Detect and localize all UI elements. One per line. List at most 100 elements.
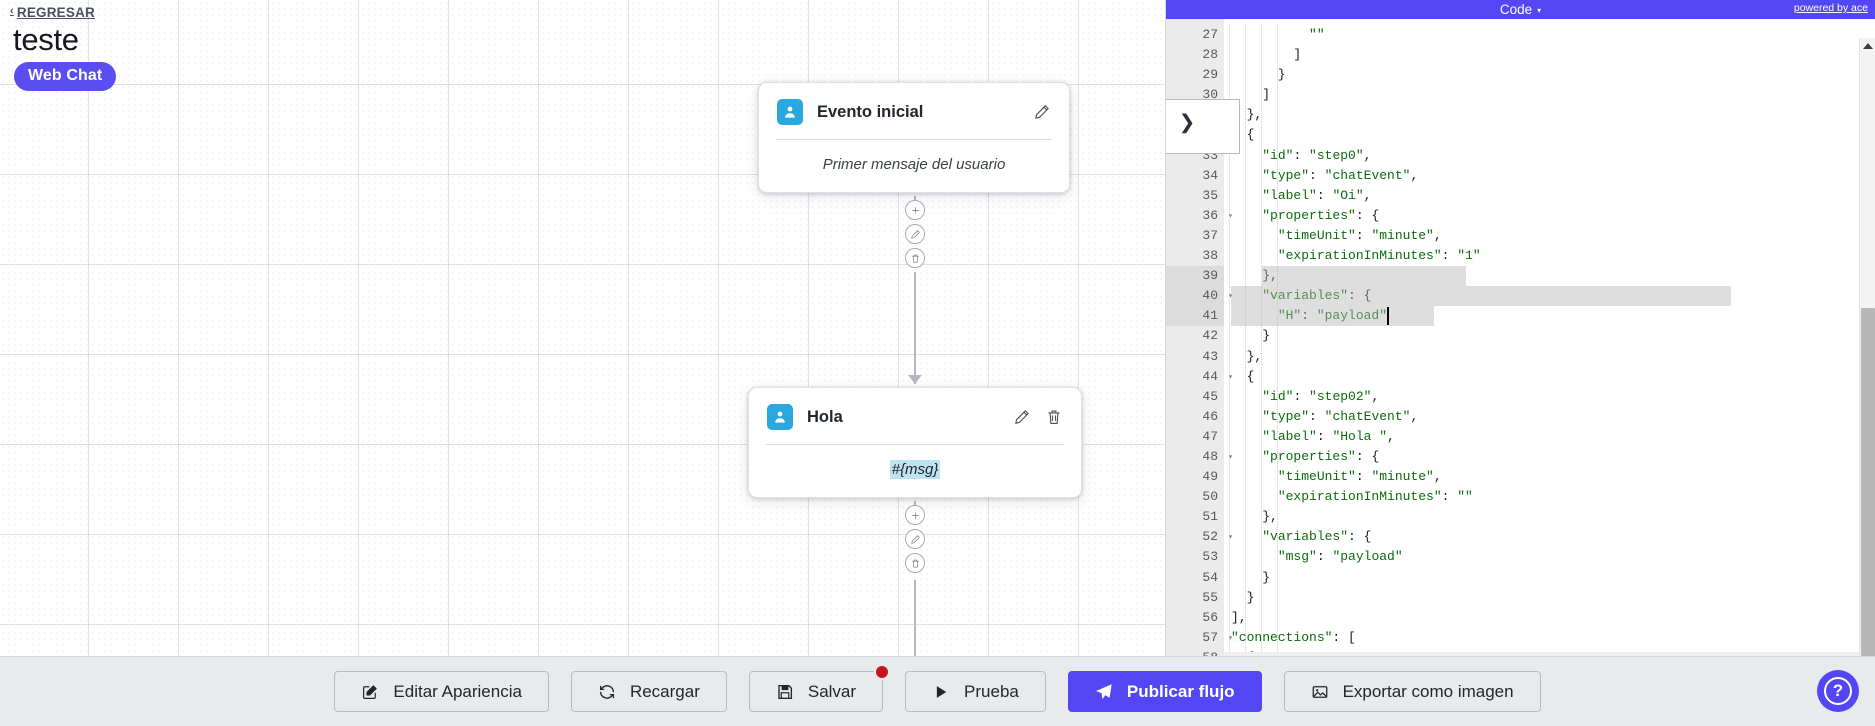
code-line[interactable]: }, — [1231, 107, 1263, 123]
code-area[interactable]: 272829303132▾33343536▾37383940▾41424344▾… — [1166, 19, 1875, 656]
powered-by-ace-link[interactable]: powered by ace — [1793, 2, 1868, 14]
code-line[interactable]: "properties": { — [1262, 448, 1380, 464]
code-line[interactable]: }, — [1231, 268, 1278, 284]
gutter-line-number[interactable]: 58▾ — [1166, 648, 1233, 656]
gutter-line-number[interactable]: 43 — [1202, 348, 1218, 364]
fold-toggle-icon[interactable]: ▾ — [1228, 533, 1233, 543]
gutter-line-number[interactable]: 38 — [1202, 248, 1218, 264]
gutter-line-number[interactable]: 40▾ — [1166, 286, 1233, 307]
gutter-line-number[interactable]: 55 — [1202, 589, 1218, 605]
code-line[interactable]: }, — [1231, 348, 1263, 364]
gutter-line-number[interactable]: 56 — [1202, 609, 1218, 625]
gutter-line-number[interactable]: 45 — [1202, 388, 1218, 404]
code-line[interactable]: "properties": { — [1262, 207, 1380, 223]
flow-node-evento-inicial[interactable]: Evento inicial Primer mensaje del usuari… — [758, 82, 1070, 193]
edit-icon[interactable] — [1013, 408, 1031, 426]
gutter-line-number[interactable]: 51 — [1202, 509, 1218, 525]
code-editor-scrollbar[interactable] — [1859, 38, 1875, 656]
edit-icon[interactable] — [905, 529, 925, 549]
code-line[interactable]: "expirationInMinutes": "" — [1277, 489, 1473, 505]
code-line[interactable]: "connections": [ — [1231, 629, 1356, 645]
gutter-line-number[interactable]: 30 — [1202, 87, 1218, 103]
gutter-line-number[interactable]: 35 — [1202, 187, 1218, 203]
gutter-line-number[interactable]: 52▾ — [1166, 527, 1233, 547]
code-line[interactable]: } — [1231, 328, 1271, 344]
add-icon[interactable] — [905, 505, 925, 525]
gutter-line-number[interactable]: 34 — [1202, 167, 1218, 183]
help-button[interactable]: ? — [1817, 670, 1859, 712]
code-line[interactable]: "label": "Oi", — [1262, 187, 1372, 203]
add-icon[interactable] — [905, 200, 925, 220]
code-editor-title[interactable]: Code ▾ — [1500, 2, 1541, 17]
flow-canvas[interactable]: ‹ REGRESAR teste Web Chat Evento inicial — [0, 0, 1165, 656]
gutter-line-number[interactable]: 49 — [1202, 469, 1218, 485]
code-editor-panel[interactable]: Code ▾ powered by ace 272829303132▾33343… — [1165, 0, 1875, 656]
code-line[interactable]: } — [1231, 67, 1286, 83]
code-line[interactable]: ], — [1231, 609, 1247, 625]
toolbar-button-label: Editar Apariencia — [393, 681, 522, 701]
fold-toggle-icon[interactable]: ▾ — [1228, 372, 1233, 382]
code-editor-hscrollbar[interactable] — [1224, 652, 1859, 656]
gutter-line-number[interactable]: 27 — [1202, 27, 1218, 42]
code-line[interactable]: "timeUnit": "minute", — [1277, 227, 1442, 243]
toolbar-button-publicar-flujo[interactable]: Publicar flujo — [1067, 671, 1262, 712]
gutter-line-number[interactable]: 36▾ — [1166, 206, 1233, 226]
code-line[interactable]: "expirationInMinutes": "1" — [1277, 248, 1481, 264]
code-content[interactable]: "" ] } ] }, { "id": "step0", "type": "ch… — [1224, 19, 1875, 656]
code-line[interactable]: "label": "Hola ", — [1262, 428, 1395, 444]
gutter-line-number[interactable]: 41 — [1166, 306, 1224, 327]
code-fold-popup[interactable]: ❯ — [1166, 99, 1240, 154]
scrollbar-thumb[interactable] — [1861, 308, 1875, 656]
fold-toggle-icon[interactable]: ▾ — [1228, 633, 1233, 643]
code-line[interactable]: "" — [1309, 27, 1325, 42]
flow-node-hola[interactable]: Hola #{msg} — [748, 387, 1082, 498]
code-line[interactable]: "H": "payload" — [1277, 308, 1388, 324]
gutter-line-number[interactable]: 47 — [1202, 428, 1218, 444]
code-line[interactable]: "msg": "payload" — [1277, 549, 1403, 565]
scroll-up-arrow-icon[interactable] — [1863, 43, 1873, 49]
code-line[interactable]: "type": "chatEvent", — [1262, 167, 1419, 183]
fold-toggle-icon[interactable]: ▾ — [1228, 292, 1233, 302]
code-line[interactable]: { — [1231, 368, 1255, 384]
delete-icon[interactable] — [905, 553, 925, 573]
toolbar-button-prueba[interactable]: Prueba — [905, 671, 1046, 712]
gutter-line-number[interactable]: 37 — [1202, 227, 1218, 243]
gutter-line-number[interactable]: 54 — [1202, 569, 1218, 585]
text-cursor — [1387, 307, 1390, 326]
code-line[interactable]: "variables": { — [1262, 288, 1372, 304]
code-line[interactable]: "variables": { — [1262, 529, 1372, 545]
code-line[interactable]: "id": "step0", — [1262, 147, 1372, 163]
node-body-text: Primer mensaje del usuario — [822, 156, 1006, 173]
back-link[interactable]: ‹ REGRESAR — [10, 5, 95, 20]
code-line[interactable]: { — [1231, 127, 1255, 143]
code-line[interactable]: "type": "chatEvent", — [1262, 408, 1419, 424]
delete-icon[interactable] — [1045, 408, 1063, 426]
fold-toggle-icon[interactable]: ▾ — [1228, 649, 1233, 656]
delete-icon[interactable] — [905, 248, 925, 268]
code-line[interactable]: "timeUnit": "minute", — [1277, 469, 1442, 485]
gutter-line-number[interactable]: 29 — [1202, 67, 1218, 83]
code-line[interactable]: ] — [1231, 87, 1271, 103]
edit-icon[interactable] — [1033, 103, 1051, 121]
gutter-line-number[interactable]: 50 — [1202, 489, 1218, 505]
gutter-line-number[interactable]: 39 — [1166, 266, 1224, 287]
fold-toggle-icon[interactable]: ▾ — [1228, 452, 1233, 462]
edit-icon[interactable] — [905, 224, 925, 244]
gutter-line-number[interactable]: 28 — [1202, 47, 1218, 63]
gutter-line-number[interactable]: 48▾ — [1166, 447, 1233, 467]
gutter-line-number[interactable]: 46 — [1202, 408, 1218, 424]
code-line[interactable]: "id": "step02", — [1262, 388, 1380, 404]
code-line[interactable]: }, — [1231, 509, 1278, 525]
gutter-line-number[interactable]: 53 — [1202, 549, 1218, 565]
code-line[interactable]: ] — [1231, 47, 1302, 63]
toolbar-button-exportar-como-imagen[interactable]: Exportar como imagen — [1283, 671, 1541, 712]
toolbar-button-editar-apariencia[interactable]: Editar Apariencia — [334, 671, 549, 712]
gutter-line-number[interactable]: 44▾ — [1166, 367, 1233, 387]
code-line[interactable]: } — [1231, 589, 1255, 605]
gutter-line-number[interactable]: 57▾ — [1166, 628, 1233, 648]
code-line[interactable]: } — [1231, 569, 1271, 585]
gutter-line-number[interactable]: 42 — [1202, 328, 1218, 344]
fold-toggle-icon[interactable]: ▾ — [1228, 211, 1233, 221]
toolbar-button-salvar[interactable]: Salvar — [748, 664, 891, 712]
toolbar-button-recargar[interactable]: Recargar — [570, 671, 727, 712]
